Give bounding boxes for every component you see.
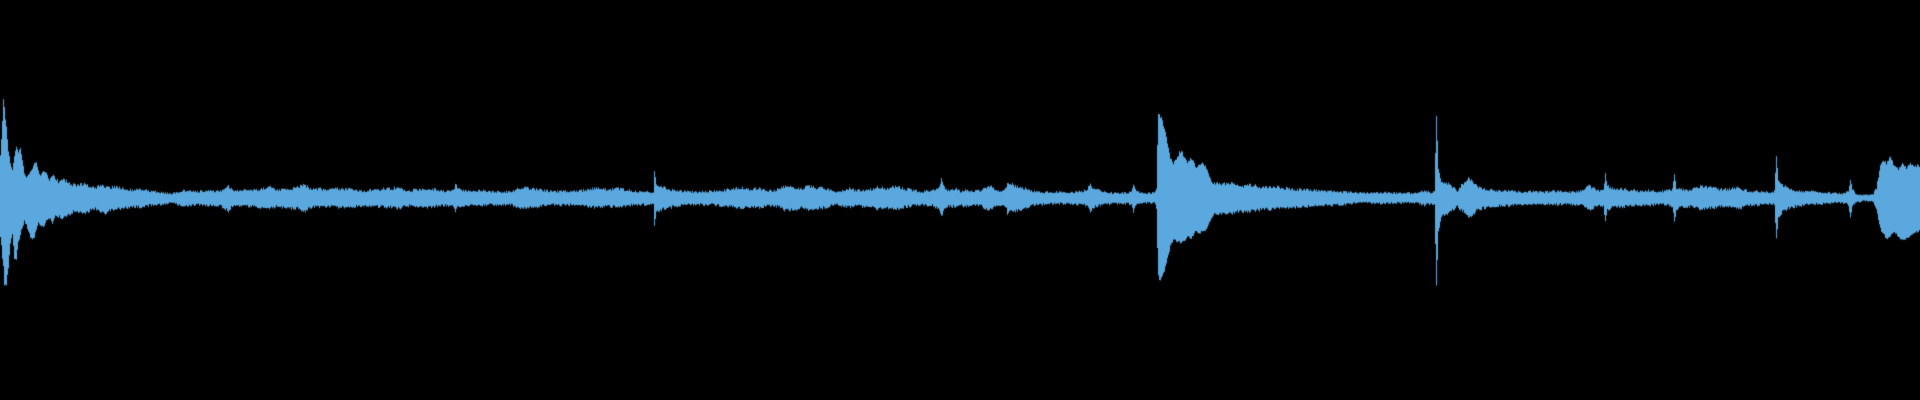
audio-waveform-canvas <box>0 0 1920 400</box>
waveform-display <box>0 0 1920 400</box>
